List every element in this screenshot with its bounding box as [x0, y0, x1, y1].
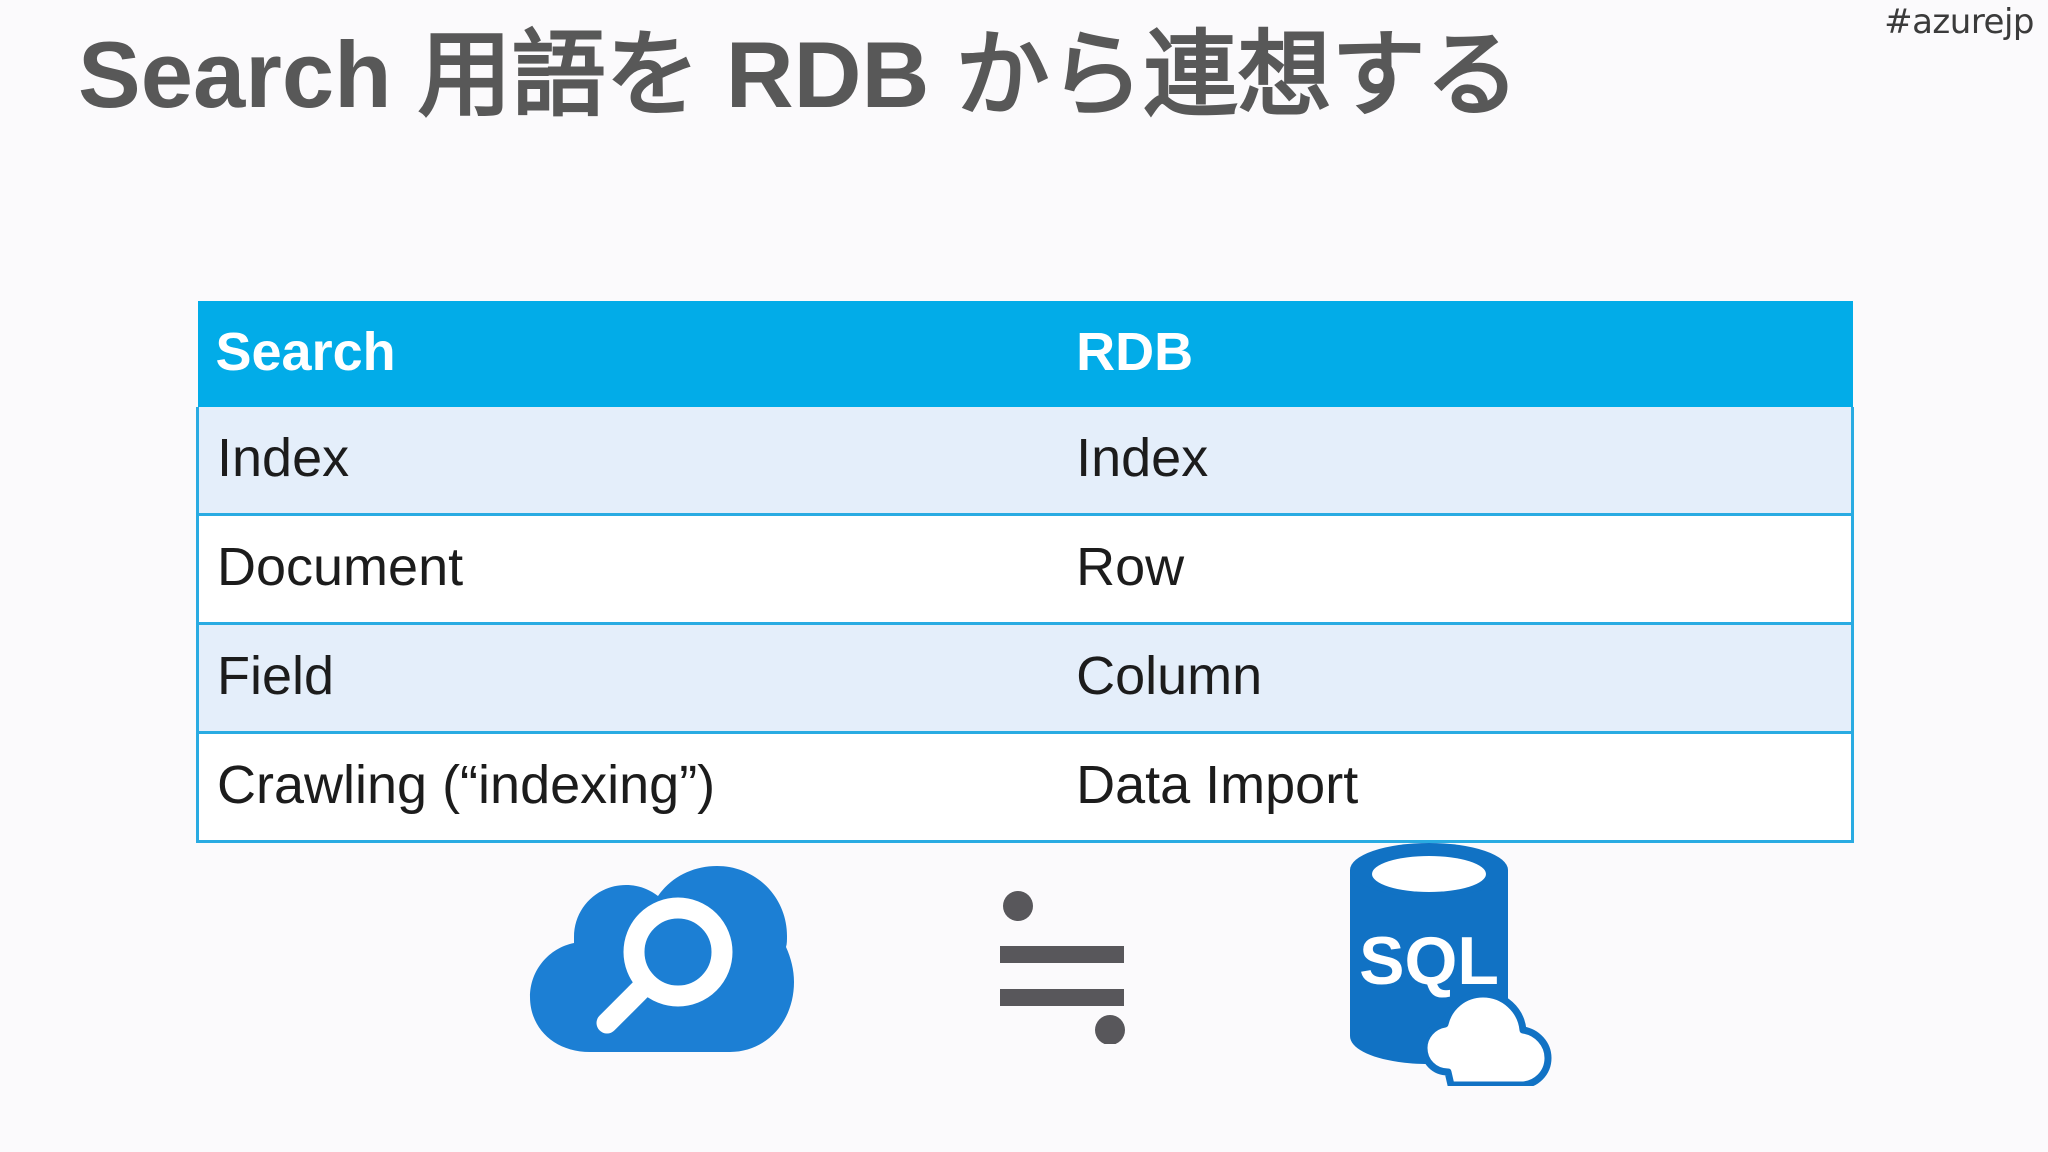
table-row: Crawling (“indexing”) Data Import — [196, 731, 1855, 843]
hashtag-label: #azurejp — [1884, 2, 2034, 42]
cell-rdb-term: Column — [1058, 622, 1855, 734]
cell-search-term: Field — [196, 622, 1059, 734]
cell-rdb-term: Row — [1058, 513, 1855, 625]
cell-rdb-term: Index — [1058, 407, 1855, 516]
azure-search-cloud-icon — [528, 866, 796, 1056]
cell-rdb-term: Data Import — [1058, 731, 1855, 843]
table-header: Search RDB — [197, 301, 1853, 407]
table-row: Field Column — [196, 622, 1855, 734]
table-row: Index Index — [196, 407, 1855, 516]
page-title: Search 用語を RDB から連想する — [78, 22, 1520, 127]
table-body: Index Index Document Row Field Column Cr… — [196, 407, 1855, 843]
cell-search-term: Document — [196, 513, 1059, 625]
approximately-equal-icon — [988, 884, 1148, 1045]
comparison-table: Search RDB Index Index Document Row Fiel… — [196, 301, 1855, 843]
cell-search-term: Crawling (“indexing”) — [196, 731, 1059, 843]
table-header-row: Search RDB — [197, 301, 1853, 407]
cell-search-term: Index — [196, 407, 1059, 516]
column-header-search: Search — [197, 301, 1059, 407]
table-row: Document Row — [196, 513, 1855, 625]
sql-wordmark: SQL — [1359, 923, 1499, 999]
azure-sql-database-icon: SQL — [1330, 836, 1560, 1089]
icon-row: SQL — [0, 836, 2048, 1089]
comparison-table-container: Search RDB Index Index Document Row Fiel… — [196, 301, 1855, 843]
column-header-rdb: RDB — [1058, 301, 1853, 407]
